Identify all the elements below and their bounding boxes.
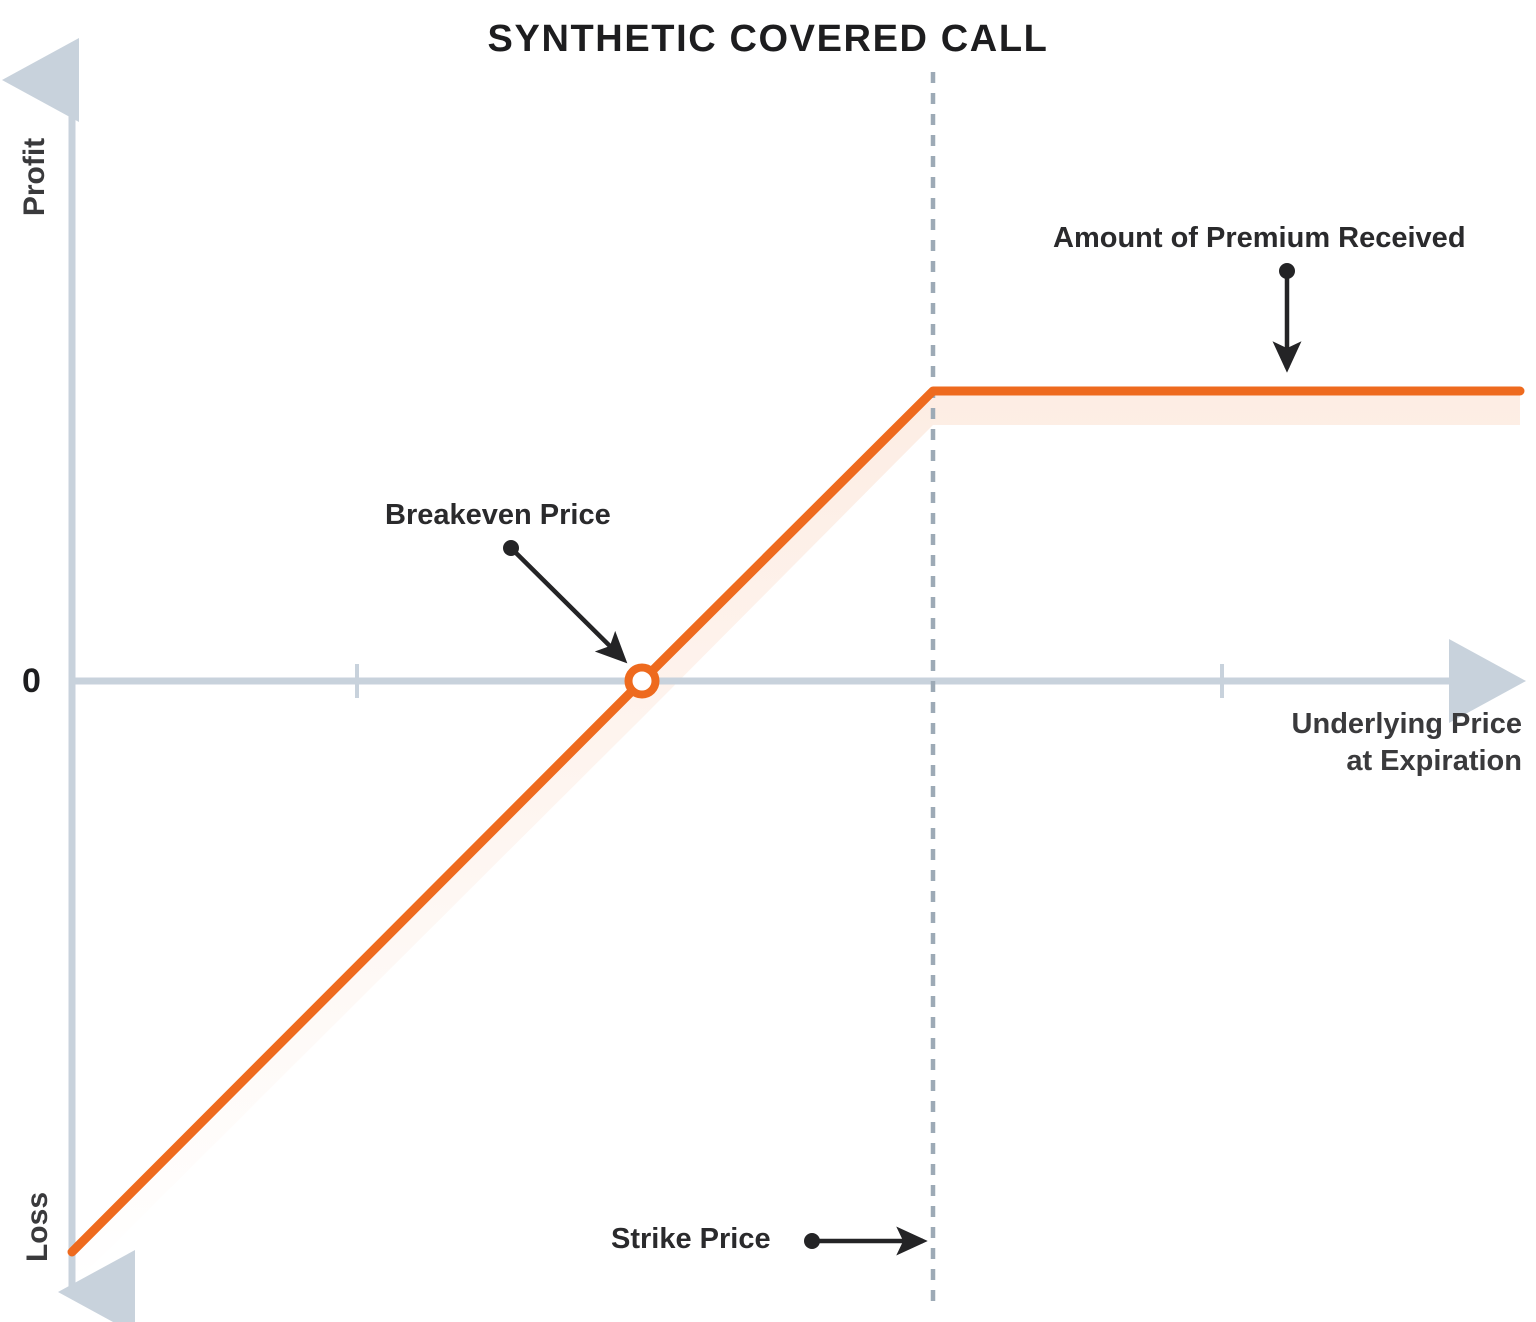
strike-annotation-label: Strike Price [611,1223,771,1255]
strike-annotation-leader [804,1226,928,1256]
x-axis-label: Underlying Price at Expiration [1292,706,1522,780]
chart-title: SYNTHETIC COVERED CALL [487,18,1049,60]
y-axis-label-profit: Profit [18,137,51,217]
y-axis-tick-label-zero: 0 [22,662,41,700]
premium-annotation-leader [1272,263,1302,373]
x-axis-label-line2: at Expiration [1346,745,1522,778]
breakeven-marker [624,663,660,699]
y-axis-label-loss: Loss [21,1191,54,1263]
breakeven-annotation-leader [503,540,628,664]
x-axis-label-line1: Underlying Price [1291,708,1522,740]
breakeven-annotation-label: Breakeven Price [385,499,611,531]
premium-annotation-label: Amount of Premium Received [1053,222,1466,254]
payoff-line [67,386,1525,1257]
